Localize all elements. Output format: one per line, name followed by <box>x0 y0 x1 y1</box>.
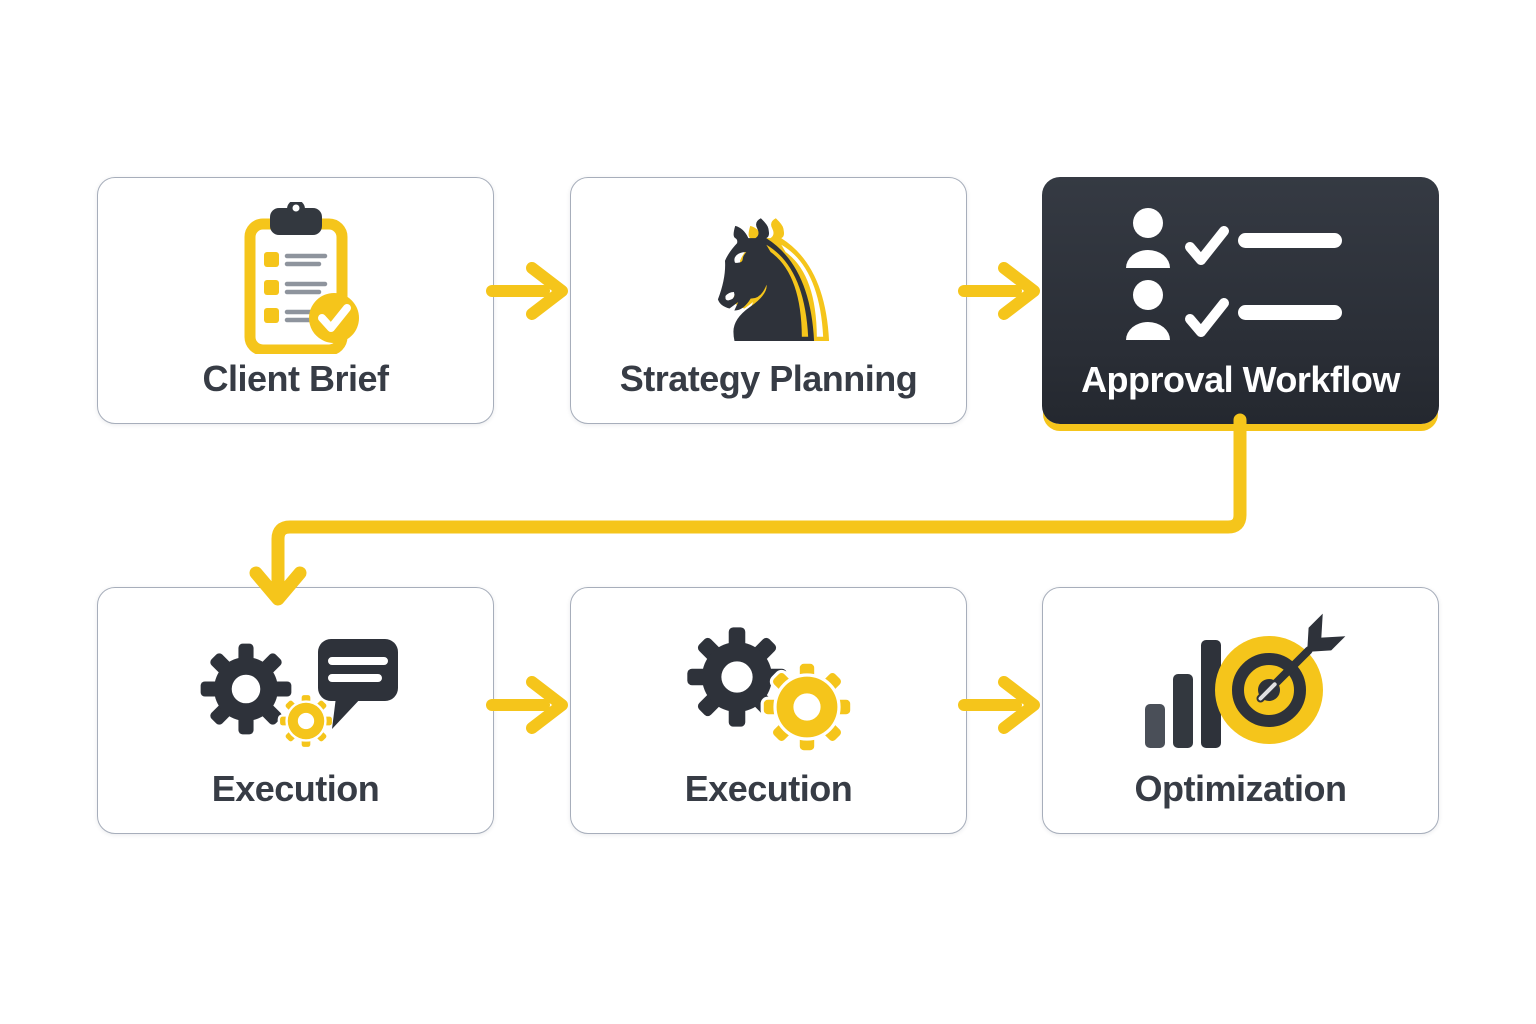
bar-chart-shape <box>1144 639 1221 748</box>
clipboard-check-icon <box>210 178 382 361</box>
arrow-execution2-to-optimization <box>958 676 1040 734</box>
node-label: Execution <box>684 768 853 809</box>
gears-icon <box>657 588 881 771</box>
node-execution-1: Execution <box>97 587 494 834</box>
gears-chat-icon <box>184 588 408 771</box>
node-approval-workflow: Approval Workflow <box>1042 177 1439 424</box>
node-label: Approval Workflow <box>1081 359 1400 400</box>
people-approval-list-icon <box>1116 177 1366 362</box>
arrow-strategy-to-approval <box>958 262 1040 320</box>
node-label: Execution <box>211 768 380 809</box>
elbow-approval-to-execution <box>249 413 1247 606</box>
arrow-client-to-strategy <box>486 262 568 320</box>
chat-bubble-shape <box>317 638 398 729</box>
node-strategy-planning: ♞ ♞ Strategy Planning <box>570 177 967 424</box>
knight-body-shape: ♞ <box>690 203 841 353</box>
node-label: Client Brief <box>202 358 389 399</box>
chart-target-icon <box>1123 588 1359 771</box>
node-label: Strategy Planning <box>619 358 918 399</box>
node-client-brief: Client Brief <box>97 177 494 424</box>
chess-knight-icon: ♞ ♞ <box>669 178 869 361</box>
knight-mane-shape: ♞ <box>705 203 856 353</box>
node-execution-2: Execution <box>570 587 967 834</box>
dart-shape <box>1256 613 1345 702</box>
arrow-execution1-to-execution2 <box>486 676 568 734</box>
node-label: Optimization <box>1134 768 1348 809</box>
node-optimization: Optimization <box>1042 587 1439 834</box>
